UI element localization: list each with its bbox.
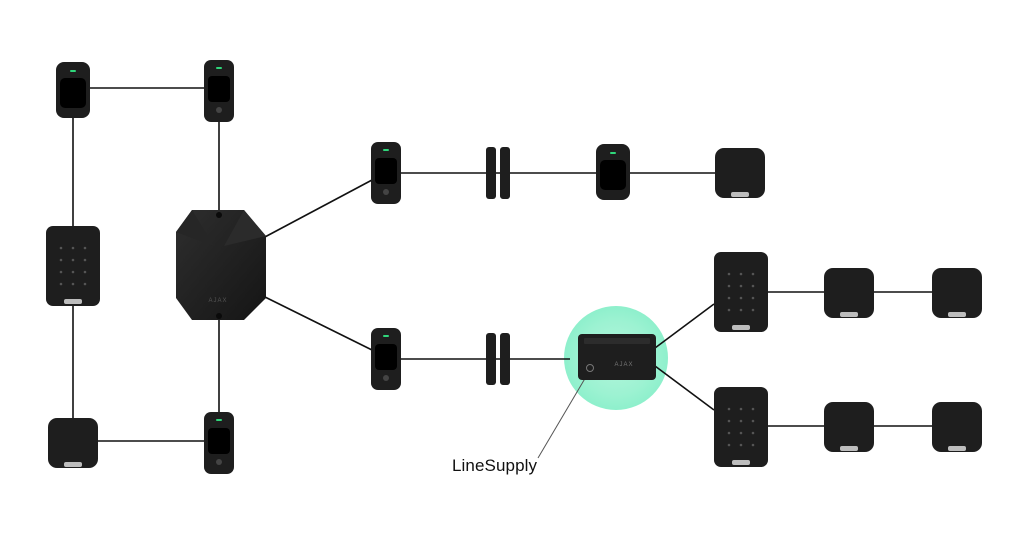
status-led [216, 419, 222, 421]
siren-base [948, 446, 966, 451]
keypad-base [732, 325, 750, 330]
linesupply-callout-label: LineSupply [452, 456, 538, 475]
siren-6[interactable] [932, 402, 982, 452]
hub-screw-top [216, 212, 222, 218]
wire-hub-lower [262, 295, 373, 351]
hub-facet [224, 210, 266, 246]
linesupply-terminals [584, 338, 650, 344]
siren-base [840, 312, 858, 317]
siren-body [824, 268, 874, 318]
keypad-buttons [727, 272, 755, 312]
motion-cam-2[interactable] [204, 412, 234, 474]
status-led [383, 149, 389, 151]
siren-base [731, 192, 749, 197]
keypad-3[interactable] [714, 387, 768, 467]
hub-screw-bottom [216, 313, 222, 319]
door-contact-main [486, 333, 496, 385]
siren-body [932, 402, 982, 452]
keypad-2[interactable] [714, 252, 768, 332]
motion-cam-3[interactable] [371, 142, 401, 204]
siren-body [932, 268, 982, 318]
motion-detector-1[interactable] [56, 62, 90, 118]
status-led [70, 70, 76, 72]
siren-base [840, 446, 858, 451]
motion-cam-lens [375, 344, 397, 370]
keypad-body [714, 252, 768, 332]
siren-4[interactable] [932, 268, 982, 318]
wire-hub-upper [262, 179, 373, 239]
door-contact-main [486, 147, 496, 199]
door-contact-magnet [500, 333, 510, 385]
hub-device[interactable]: AJAX [176, 210, 266, 320]
camera-icon [383, 189, 389, 195]
keypad-base [732, 460, 750, 465]
motion-detector-lens [600, 160, 626, 190]
hub-brand-mark: AJAX [208, 298, 227, 304]
keypad-buttons [59, 246, 87, 286]
door-contact-magnet [500, 147, 510, 199]
siren-5[interactable] [824, 402, 874, 452]
siren-base [64, 462, 82, 467]
motion-detector-2[interactable] [596, 144, 630, 200]
wire-ls-keypad-top [654, 303, 715, 349]
siren-body [824, 402, 874, 452]
motion-cam-1[interactable] [204, 60, 234, 122]
siren-2[interactable] [715, 148, 765, 198]
keypad-buttons [727, 407, 755, 447]
wires [72, 87, 935, 442]
linesupply-brand-mark: AJAX [614, 362, 633, 368]
door-contact-2[interactable] [486, 333, 510, 385]
siren-base [948, 312, 966, 317]
motion-cam-lens [375, 158, 397, 184]
motion-cam-4[interactable] [371, 328, 401, 390]
keypad-1[interactable] [46, 226, 100, 306]
camera-icon [216, 107, 222, 113]
keypad-body [714, 387, 768, 467]
siren-body [715, 148, 765, 198]
hub-facet [176, 210, 214, 246]
linesupply-port [586, 364, 594, 372]
motion-detector-lens [60, 78, 86, 108]
status-led [216, 67, 222, 69]
keypad-body [46, 226, 100, 306]
camera-icon [383, 375, 389, 381]
wire-ls-keypad-bottom [654, 365, 715, 411]
siren-1[interactable] [48, 418, 98, 468]
linesupply-device[interactable]: AJAX [578, 334, 656, 380]
door-contact-1[interactable] [486, 147, 510, 199]
status-led [383, 335, 389, 337]
motion-cam-lens [208, 428, 230, 454]
siren-body [48, 418, 98, 468]
motion-cam-lens [208, 76, 230, 102]
linesupply-body [578, 334, 656, 380]
camera-icon [216, 459, 222, 465]
keypad-base [64, 299, 82, 304]
siren-3[interactable] [824, 268, 874, 318]
status-led [610, 152, 616, 154]
callout-leader [537, 369, 591, 459]
